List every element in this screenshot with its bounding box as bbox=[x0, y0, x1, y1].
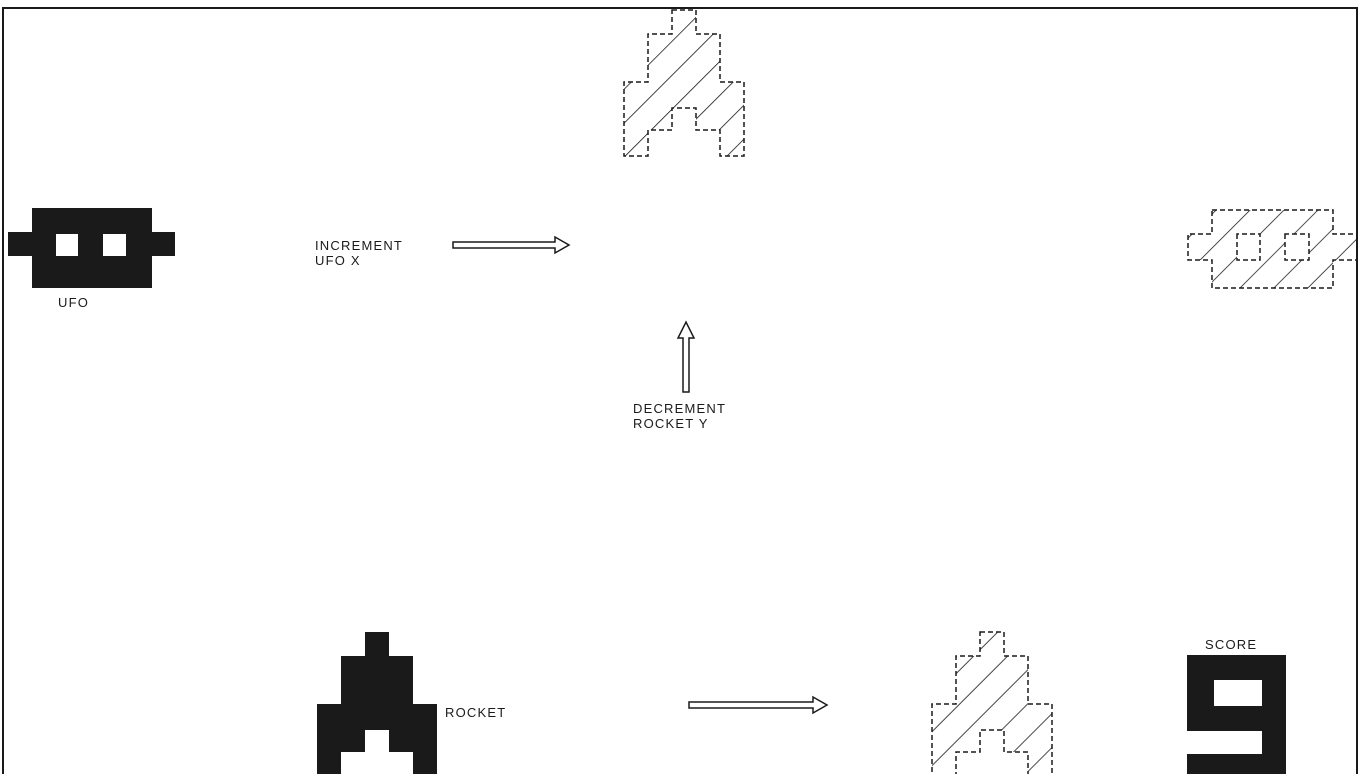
rocket-ghost-top-sprite bbox=[624, 10, 744, 156]
rocket-label: ROCKET bbox=[445, 706, 506, 719]
arrow-right-icon bbox=[453, 237, 569, 253]
arrow-up-icon bbox=[678, 322, 694, 392]
score-digit-9 bbox=[1187, 655, 1286, 774]
ufo-ghost-sprite bbox=[1188, 210, 1357, 288]
rocket-sprite bbox=[317, 632, 437, 774]
increment-ufo-x-label-line1: INCREMENT bbox=[315, 239, 403, 252]
increment-ufo-x-label-line2: UFO X bbox=[315, 254, 361, 267]
screen-border bbox=[3, 8, 1357, 774]
arrow-right-bottom-icon bbox=[689, 697, 827, 713]
decrement-rocket-y-label-line1: DECREMENT bbox=[633, 402, 726, 415]
decrement-rocket-y-label-line2: ROCKET Y bbox=[633, 417, 709, 430]
score-label: SCORE bbox=[1205, 638, 1257, 651]
rocket-ghost-bottom-sprite bbox=[932, 632, 1052, 774]
ufo-label: UFO bbox=[58, 296, 89, 309]
ufo-sprite bbox=[8, 208, 175, 288]
